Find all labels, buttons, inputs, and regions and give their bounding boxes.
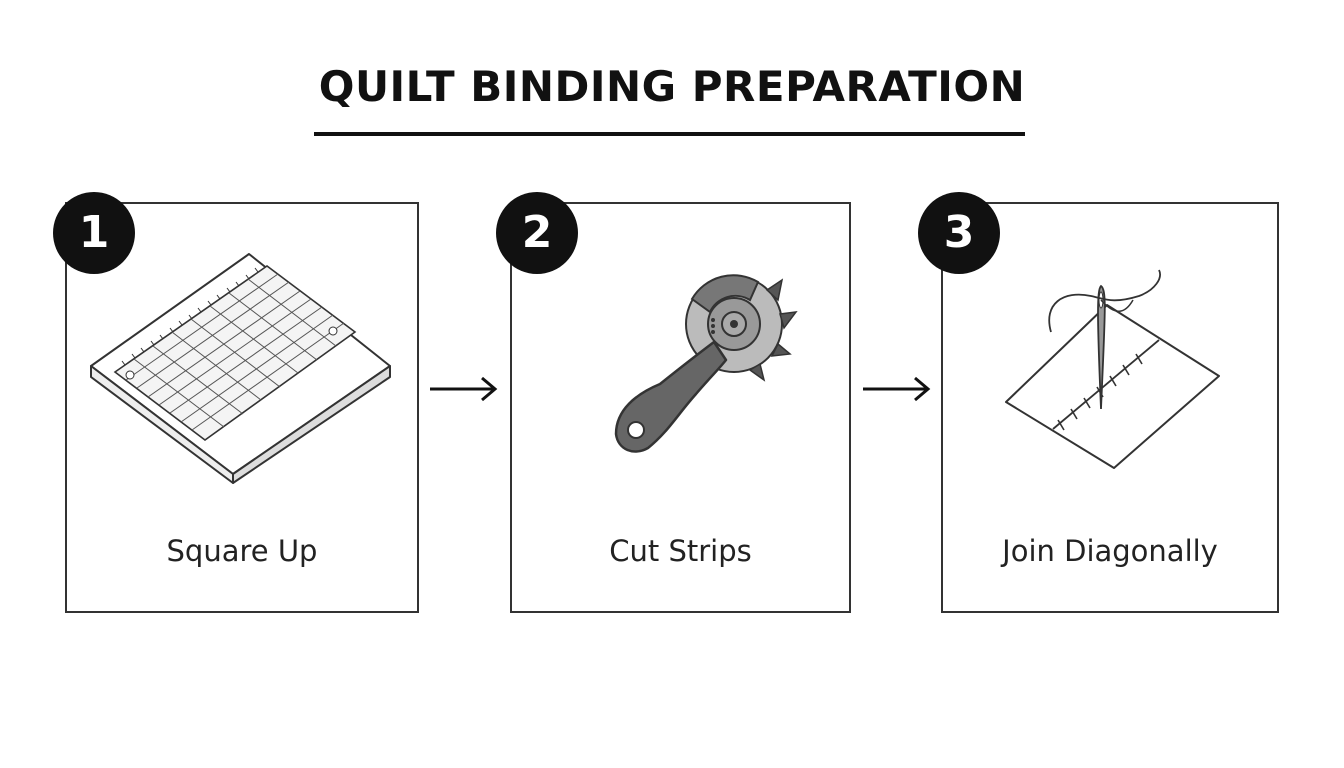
diagram-title: QUILT BINDING PREPARATION [318, 62, 1026, 111]
step-label-2: Cut Strips [609, 534, 752, 568]
rotary-cutter-icon [614, 274, 798, 453]
needle-seam-icon [1005, 269, 1220, 469]
step-label-1: Square Up [166, 534, 318, 568]
step-panel-2: Cut Strips [510, 202, 851, 613]
arrow-right-icon [863, 376, 931, 402]
ruler-mat-icon [90, 253, 391, 484]
step-label-3: Join Diagonally [1002, 534, 1218, 568]
step-panel-1: Square Up [65, 202, 419, 613]
step-badge-2: 2 [496, 192, 578, 274]
step-panel-3: Join Diagonally [941, 202, 1279, 613]
title-underline [314, 132, 1025, 136]
step-badge-3: 3 [918, 192, 1000, 274]
arrow-right-icon [430, 376, 498, 402]
step-badge-1: 1 [53, 192, 135, 274]
